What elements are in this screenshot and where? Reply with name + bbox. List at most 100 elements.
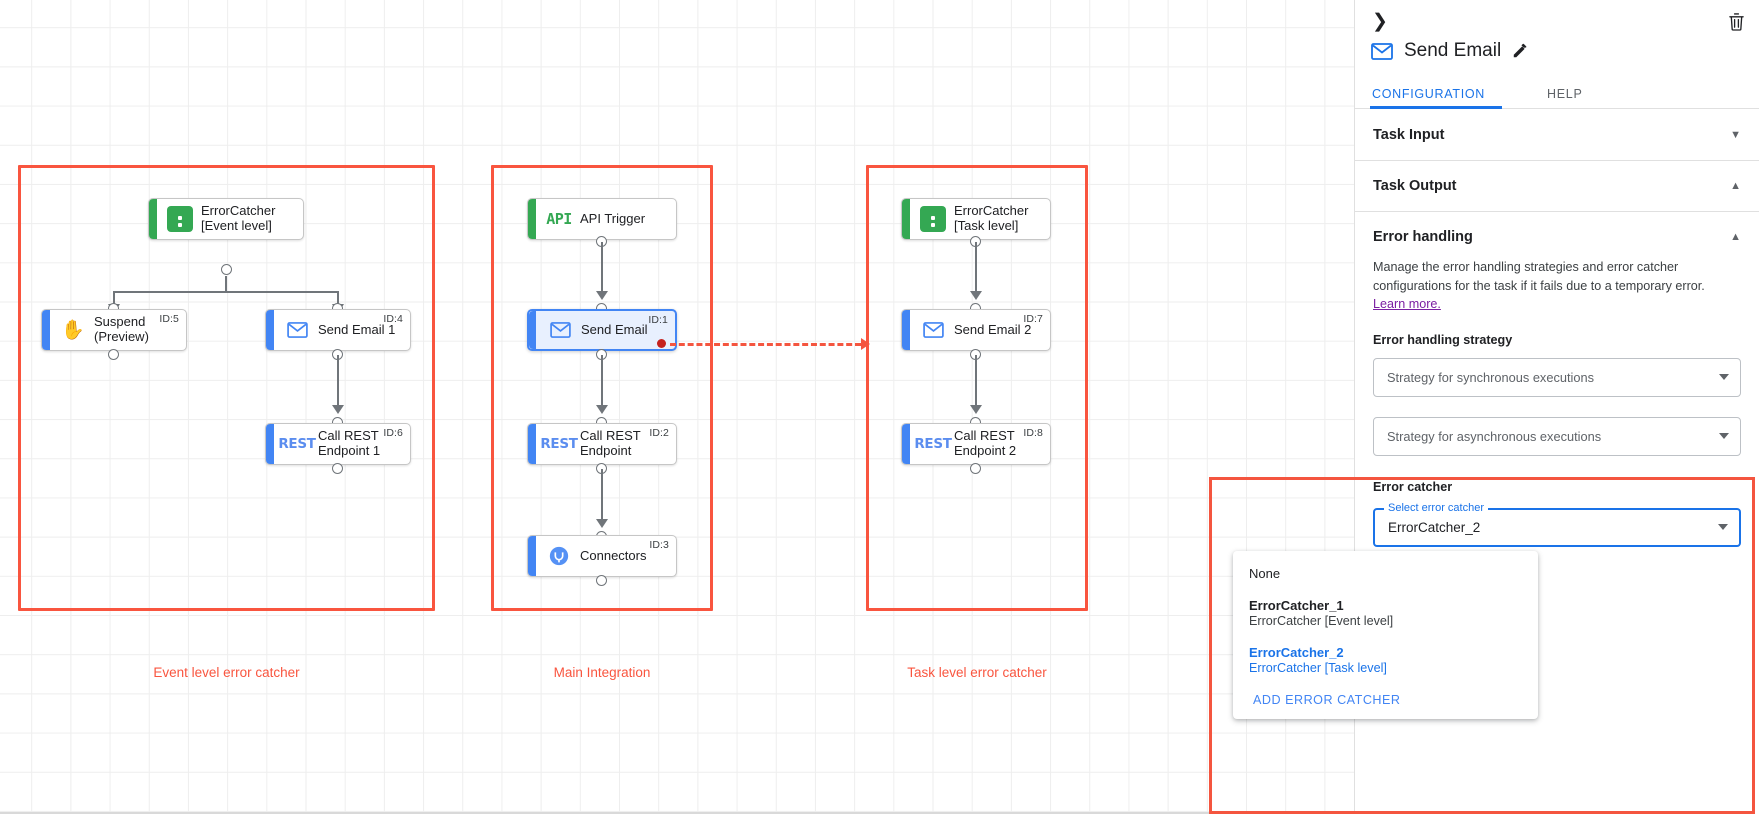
- errorcatcher-icon: [163, 206, 197, 232]
- node-label: Suspend (Preview): [94, 314, 149, 344]
- error-catcher-link: [670, 343, 861, 346]
- sync-strategy-select[interactable]: Strategy for synchronous executions: [1373, 357, 1741, 397]
- error-catcher-label: Error catcher: [1373, 479, 1453, 494]
- panel-body: Task Input ▼ Task Output ▲ Error handlin…: [1355, 110, 1759, 814]
- edge-arrow: [970, 291, 982, 300]
- section-title: Task Output: [1373, 178, 1457, 194]
- chevron-up-icon[interactable]: ▲: [1730, 230, 1741, 243]
- group-box-event-level: [18, 165, 435, 611]
- workflow-canvas[interactable]: Event level error catcher Main Integrati…: [0, 0, 1354, 814]
- node-accent: [528, 536, 536, 576]
- chevron-right-icon[interactable]: ❯: [1372, 10, 1388, 32]
- dropdown-option-none[interactable]: None: [1233, 561, 1538, 586]
- node-id: ID:7: [1023, 313, 1043, 325]
- edge-line: [337, 355, 339, 410]
- edge-arrow: [596, 405, 608, 414]
- mail-icon: [916, 322, 950, 338]
- async-strategy-value: Strategy for asynchronous executions: [1387, 428, 1602, 444]
- option-secondary: ErrorCatcher [Event level]: [1249, 614, 1394, 628]
- chevron-up-icon[interactable]: ▲: [1730, 179, 1741, 192]
- option-primary: ErrorCatcher_2: [1249, 645, 1344, 660]
- panel-tabs: CONFIGURATION HELP: [1355, 80, 1759, 109]
- node-connectors[interactable]: Connectors ID:3: [527, 535, 677, 577]
- mail-icon: [1371, 42, 1393, 60]
- group-box-main-integration: [491, 165, 713, 611]
- error-catcher-select[interactable]: Select error catcher ErrorCatcher_2: [1373, 501, 1741, 547]
- pencil-icon[interactable]: [1512, 43, 1528, 59]
- chevron-down-icon: [1719, 374, 1729, 381]
- node-call-rest-endpoint[interactable]: REST Call REST Endpoint ID:2: [527, 423, 677, 465]
- node-id: ID:2: [649, 427, 669, 439]
- error-indicator-dot: [657, 339, 666, 348]
- edge-arrow: [596, 519, 608, 528]
- node-id: ID:6: [383, 427, 403, 439]
- node-send-email-1[interactable]: Send Email 1 ID:4: [265, 309, 411, 351]
- node-accent: [149, 199, 157, 239]
- dropdown-option-errorcatcher-2[interactable]: ErrorCatcher_2 ErrorCatcher [Task level]: [1233, 633, 1538, 680]
- learn-more-link[interactable]: Learn more.: [1373, 297, 1441, 312]
- node-send-email[interactable]: Send Email ID:1: [527, 309, 677, 351]
- error-catcher-dropdown[interactable]: None ErrorCatcher_1 ErrorCatcher [Event …: [1233, 551, 1538, 719]
- sync-strategy-value: Strategy for synchronous executions: [1387, 369, 1594, 385]
- node-errorcatcher-task-level[interactable]: ErrorCatcher [Task level]: [901, 198, 1051, 240]
- node-suspend[interactable]: ✋ Suspend (Preview) ID:5: [41, 309, 187, 351]
- node-port[interactable]: [332, 463, 343, 474]
- node-accent: [528, 199, 536, 239]
- rest-icon: REST: [914, 436, 952, 452]
- dropdown-option-errorcatcher-1[interactable]: ErrorCatcher_1 ErrorCatcher [Event level…: [1233, 586, 1538, 633]
- node-port[interactable]: [970, 463, 981, 474]
- edge-line: [601, 469, 603, 524]
- section-header-task-output[interactable]: Task Output ▲: [1373, 178, 1741, 194]
- node-accent: [266, 424, 274, 464]
- async-strategy-select[interactable]: Strategy for asynchronous executions: [1373, 416, 1741, 456]
- node-call-rest-endpoint-2[interactable]: REST Call REST Endpoint 2 ID:8: [901, 423, 1051, 465]
- node-port[interactable]: [596, 575, 607, 586]
- section-header-error-handling[interactable]: Error handling ▲: [1373, 229, 1741, 245]
- section-header-task-input[interactable]: Task Input ▼: [1373, 127, 1741, 143]
- node-label: Call REST Endpoint: [580, 428, 641, 458]
- api-icon: API: [546, 210, 572, 228]
- node-accent: [528, 424, 536, 464]
- error-handling-strategy-label: Error handling strategy: [1373, 332, 1513, 347]
- node-label: Call REST Endpoint 2: [954, 428, 1017, 458]
- option-primary: ErrorCatcher_1: [1249, 598, 1344, 613]
- edge-line: [975, 355, 977, 410]
- description-text: Manage the error handling strategies and…: [1373, 260, 1705, 293]
- node-id: ID:4: [383, 313, 403, 325]
- error-handling-description: Manage the error handling strategies and…: [1373, 258, 1741, 314]
- hand-icon: ✋: [61, 319, 85, 341]
- edge-line: [601, 242, 603, 296]
- node-accent: [266, 310, 274, 350]
- group-caption-task-level: Task level error catcher: [907, 665, 1047, 680]
- group-caption-main-integration: Main Integration: [553, 665, 651, 680]
- section-title: Task Input: [1373, 127, 1445, 143]
- node-label: Send Email 1: [318, 321, 396, 337]
- mail-icon: [280, 322, 314, 338]
- chevron-down-icon[interactable]: ▼: [1730, 128, 1741, 141]
- node-send-email-2[interactable]: Send Email 2 ID:7: [901, 309, 1051, 351]
- node-label: Connectors: [580, 547, 647, 563]
- node-errorcatcher-event-level[interactable]: ErrorCatcher [Event level]: [148, 198, 304, 240]
- node-accent: [529, 311, 536, 349]
- node-label: Call REST Endpoint 1: [318, 428, 381, 458]
- node-id: ID:8: [1023, 427, 1043, 439]
- node-port[interactable]: [221, 264, 232, 275]
- node-accent: [902, 199, 910, 239]
- node-id: ID:5: [159, 313, 179, 325]
- tab-configuration[interactable]: CONFIGURATION: [1369, 87, 1503, 109]
- node-call-rest-endpoint-1[interactable]: REST Call REST Endpoint 1 ID:6: [265, 423, 411, 465]
- node-port[interactable]: [108, 349, 119, 360]
- group-caption-event-level: Event level error catcher: [153, 665, 300, 680]
- edge-line: [601, 355, 603, 410]
- errorcatcher-icon: [916, 206, 950, 232]
- tab-help[interactable]: HELP: [1547, 87, 1583, 101]
- node-accent: [902, 310, 910, 350]
- section-task-output: Task Output ▲: [1355, 161, 1759, 212]
- node-api-trigger[interactable]: API API Trigger: [527, 198, 677, 240]
- node-accent: [902, 424, 910, 464]
- trash-icon[interactable]: [1723, 8, 1749, 34]
- rest-icon: REST: [540, 436, 578, 452]
- chevron-down-icon: [1719, 433, 1729, 440]
- panel-title-row: Send Email: [1371, 40, 1528, 62]
- add-error-catcher-button[interactable]: ADD ERROR CATCHER: [1253, 693, 1401, 707]
